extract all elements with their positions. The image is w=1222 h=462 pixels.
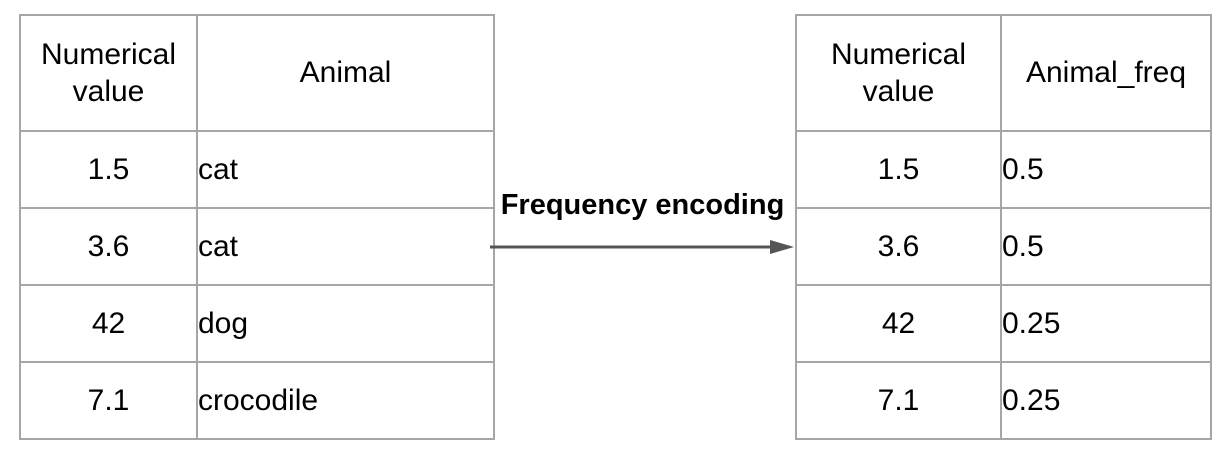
cell-animal: dog <box>196 284 495 363</box>
encoded-data-table: Numerical value Animal_freq 1.5 0.5 3.6 … <box>795 14 1212 440</box>
original-data-table: Numerical value Animal 1.5 cat 3.6 cat 4… <box>19 14 495 440</box>
table-row: 42 0.25 <box>795 284 1212 363</box>
cell-animal-freq: 0.5 <box>1000 130 1212 209</box>
table-header-row: Numerical value Animal <box>19 14 495 132</box>
cell-animal-freq: 0.5 <box>1000 207 1212 286</box>
table-row: 3.6 cat <box>19 207 495 286</box>
header-animal-freq: Animal_freq <box>1000 14 1212 132</box>
header-animal: Animal <box>196 14 495 132</box>
table-header-row: Numerical value Animal_freq <box>795 14 1212 132</box>
cell-numerical-value: 1.5 <box>795 130 1002 209</box>
cell-numerical-value: 3.6 <box>19 207 198 286</box>
table-row: 42 dog <box>19 284 495 363</box>
cell-numerical-value: 7.1 <box>795 361 1002 440</box>
cell-numerical-value: 42 <box>795 284 1002 363</box>
table-row: 3.6 0.5 <box>795 207 1212 286</box>
table-row: 1.5 0.5 <box>795 130 1212 209</box>
right-arrow-icon <box>490 240 794 254</box>
cell-animal: cat <box>196 207 495 286</box>
table-row: 7.1 0.25 <box>795 361 1212 440</box>
table-row: 1.5 cat <box>19 130 495 209</box>
header-numerical-value: Numerical value <box>795 14 1002 132</box>
cell-animal: cat <box>196 130 495 209</box>
header-numerical-value: Numerical value <box>19 14 198 132</box>
cell-animal-freq: 0.25 <box>1000 361 1212 440</box>
table-row: 7.1 crocodile <box>19 361 495 440</box>
cell-numerical-value: 1.5 <box>19 130 198 209</box>
cell-animal: crocodile <box>196 361 495 440</box>
cell-numerical-value: 7.1 <box>19 361 198 440</box>
cell-numerical-value: 3.6 <box>795 207 1002 286</box>
arrow-label: Frequency encoding <box>500 189 785 221</box>
cell-numerical-value: 42 <box>19 284 198 363</box>
cell-animal-freq: 0.25 <box>1000 284 1212 363</box>
